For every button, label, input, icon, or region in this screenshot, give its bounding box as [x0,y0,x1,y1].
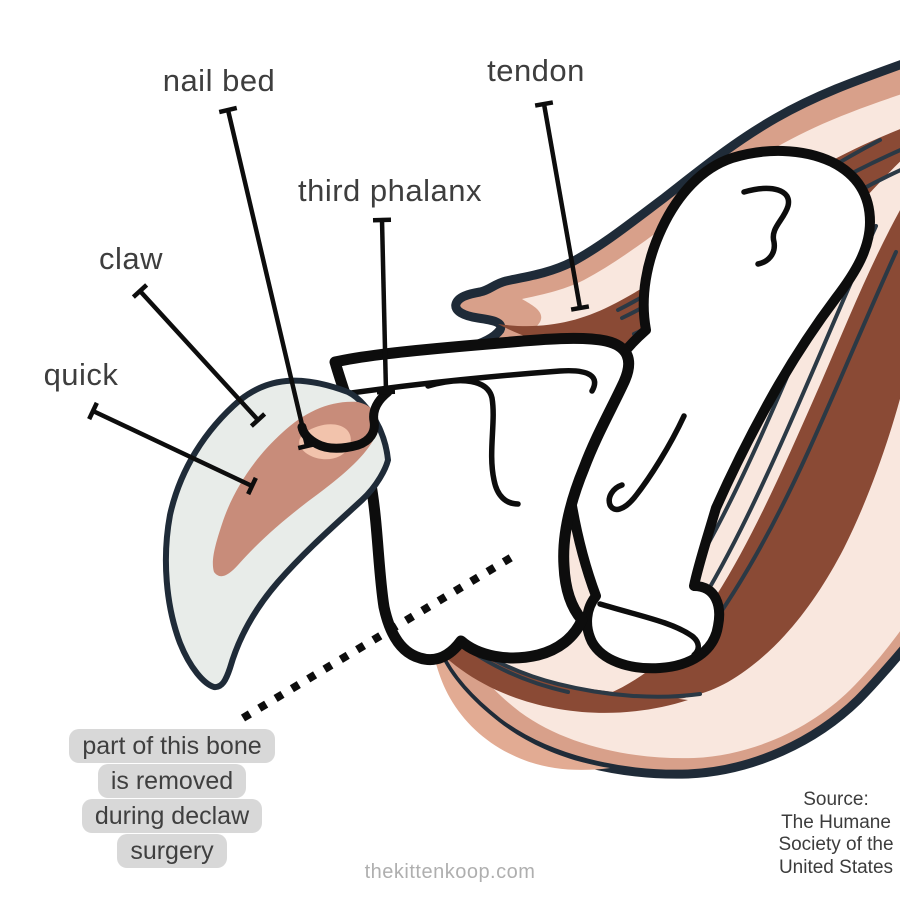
declaw-cut-dotted-line [240,550,520,722]
source-line: United States [778,856,894,878]
label-claw: claw [98,241,164,276]
nail-bed-leader-line [218,105,317,451]
source-attribution: Source: The Humane Society of the United… [751,789,900,879]
label-quick: quick [43,357,119,392]
claw-shape [162,377,393,691]
second-phalanx-outline [565,145,875,674]
note-line: during declaw [42,799,302,833]
quick-leader-line [87,401,258,496]
note-line: part of this bone [42,729,302,763]
third-phalanx-leader-line [372,217,396,395]
source-line: Society of the [778,834,894,855]
tendon-rear-band [608,210,900,701]
third-phalanx-outline [329,332,634,666]
claw-leader-line [131,283,267,428]
source-line: The Humane [781,811,891,833]
watermark: thekittenkoop.com [364,861,536,883]
third-phalanx-detail-line [425,377,521,507]
source-line: Source: [803,789,869,810]
second-phalanx-bone [565,145,875,674]
label-nail-bed: nail bed [162,63,276,98]
note-line: surgery [42,834,302,868]
second-phalanx-detail-line [606,413,687,513]
tendon-fiber-line [702,250,898,638]
label-tendon: tendon [487,53,585,88]
declaw-note: part of this bone is removed during decl… [42,729,302,869]
label-third-phalanx: third phalanx [297,173,483,208]
label-leader-lines [87,100,590,496]
tendon-leader-line [534,100,590,312]
note-line: is removed [42,764,302,798]
second-phalanx-detail-line [741,185,792,267]
second-phalanx-detail-line [597,601,701,658]
